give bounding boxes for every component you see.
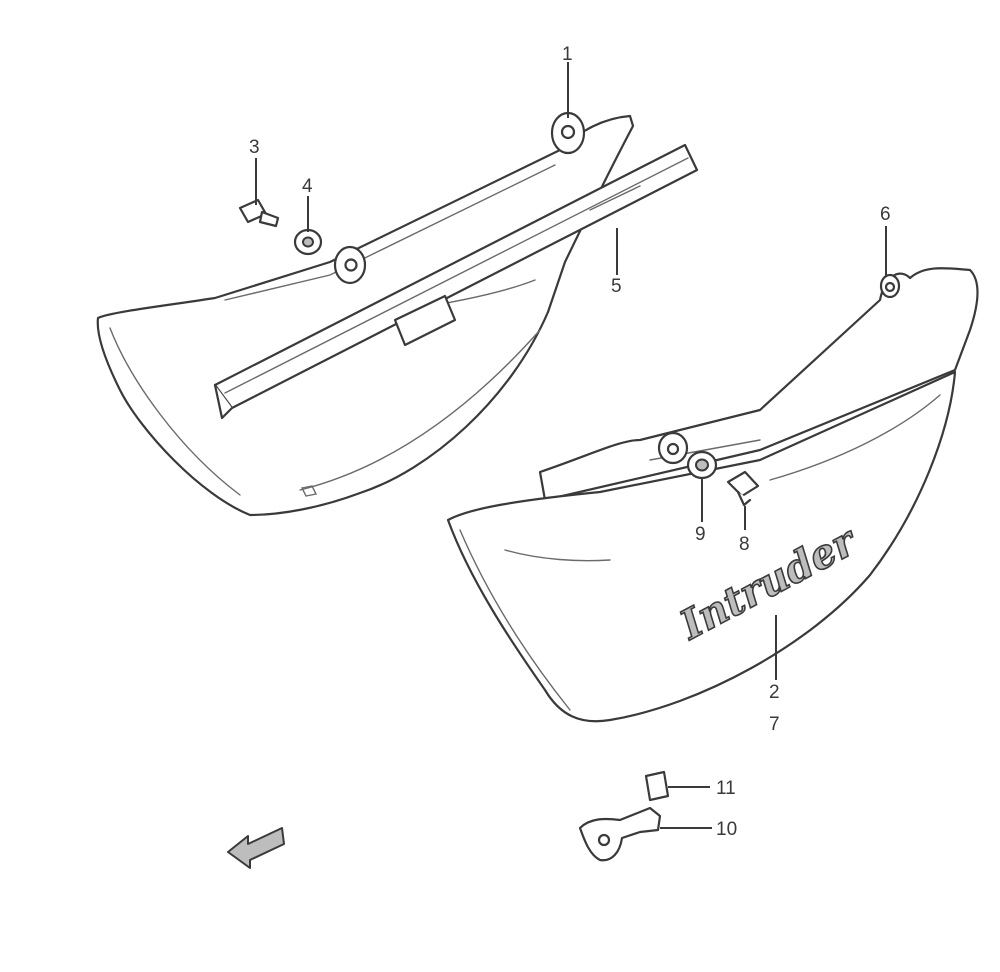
leader-lines (255, 62, 887, 829)
right-frame-cover[interactable] (446, 267, 979, 723)
grommet-9[interactable] (686, 450, 718, 480)
callout-5: 5 (611, 276, 622, 297)
clip-11[interactable] (644, 770, 670, 802)
callout-11: 11 (716, 778, 736, 799)
bolt-3[interactable] (238, 198, 280, 228)
callout-6: 6 (880, 204, 891, 225)
callout-3: 3 (249, 137, 260, 158)
screw-8[interactable] (726, 470, 760, 507)
callout-8: 8 (739, 534, 750, 555)
callout-10: 10 (716, 819, 737, 840)
callout-7: 7 (769, 714, 780, 735)
washer-4[interactable] (293, 228, 323, 256)
callout-2: 2 (769, 682, 780, 703)
trim-strip[interactable] (213, 143, 699, 420)
bracket-10[interactable] (578, 806, 662, 862)
arrow-left-fwd-icon (227, 827, 285, 869)
callout-labels: 1 3 4 5 6 9 8 2 7 11 10 (249, 44, 891, 840)
callout-4: 4 (302, 176, 313, 197)
callout-1: 1 (562, 44, 573, 65)
callout-9: 9 (695, 524, 706, 545)
